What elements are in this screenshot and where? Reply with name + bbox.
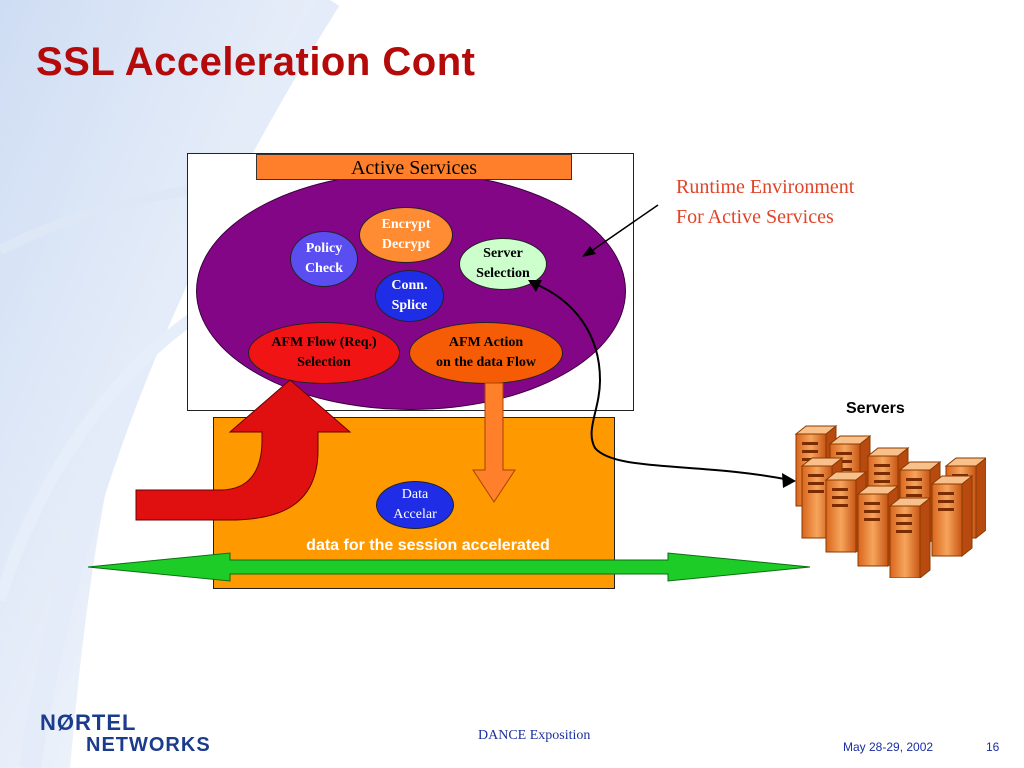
logo-line-bottom: NETWORKS <box>86 734 211 756</box>
encrypt-decrypt-label: Encrypt Decrypt <box>381 217 431 252</box>
data-accelerator-label: Data Accelar <box>393 487 437 522</box>
session-accelerated-text: data for the session accelerated <box>306 537 550 554</box>
policy-check-label: Policy Check <box>304 241 344 276</box>
afm-flow-label: AFM Flow (Req.) Selection <box>271 335 377 370</box>
afm-flow-selection-bubble: AFM Flow (Req.) Selection <box>248 322 400 384</box>
server-tower <box>888 496 932 578</box>
runtime-environment-note: Runtime Environment For Active Services <box>676 176 855 228</box>
data-accelerator-bubble: Data Accelar <box>376 481 454 529</box>
servers-label: Servers <box>846 400 905 417</box>
page-number: 16 <box>986 740 1000 754</box>
active-services-label: Active Services <box>256 154 572 180</box>
server-selection-bubble: Server Selection <box>459 238 547 290</box>
afm-action-label: AFM Action on the data Flow <box>436 335 536 370</box>
servers-icon <box>794 424 986 578</box>
policy-check-bubble: Policy Check <box>290 231 358 287</box>
slide-title: SSL Acceleration Cont <box>36 40 476 84</box>
afm-action-bubble: AFM Action on the data Flow <box>409 322 563 384</box>
server-tower <box>930 474 974 558</box>
footer-event: DANCE Exposition <box>478 728 591 743</box>
encrypt-decrypt-bubble: Encrypt Decrypt <box>359 207 453 263</box>
conn-splice-bubble: Conn. Splice <box>375 270 444 322</box>
nortel-logo: NØRTEL NETWORKS <box>40 710 211 757</box>
logo-line-top: NØRTEL <box>40 710 137 735</box>
conn-splice-label: Conn. Splice <box>391 278 428 313</box>
footer-date: May 28-29, 2002 <box>843 740 934 754</box>
server-selection-label: Server Selection <box>476 246 530 281</box>
